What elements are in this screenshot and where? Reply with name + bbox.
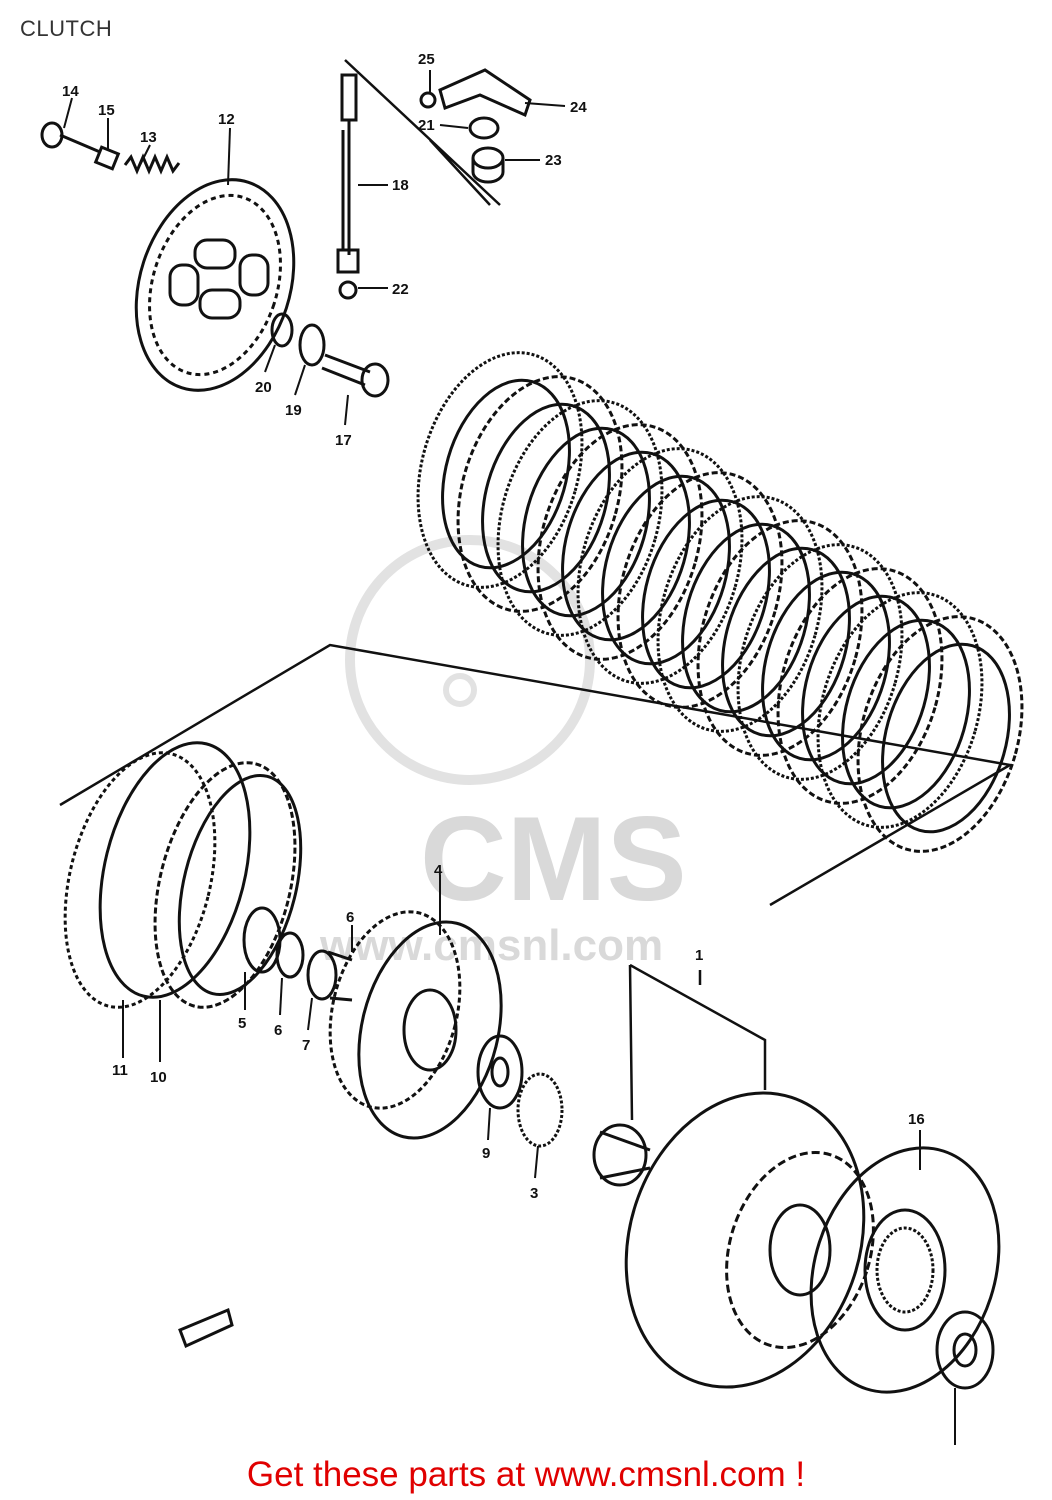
callout-1: 1 (695, 947, 703, 964)
clutch-plate (696, 519, 864, 757)
callout-21: 21 (418, 117, 435, 134)
small-clip-part (178, 1307, 234, 1349)
clutch-plate (656, 495, 824, 733)
clutch-plate-inner-ring (681, 522, 811, 714)
page-title: CLUTCH (20, 16, 113, 41)
exploded-parts-diagram: CMS www.cmsnl.com (40, 51, 1024, 1450)
callout-25: 25 (418, 51, 435, 68)
push-rod-assembly (270, 73, 390, 398)
callout-14: 14 (62, 83, 79, 100)
clutch-plate (456, 375, 624, 613)
callout-17: 17 (335, 432, 352, 449)
watermark-mascot-head (345, 535, 595, 785)
clutch-plate-inner-ring (841, 618, 971, 810)
callout-18: 18 (392, 177, 409, 194)
footer-parts-link[interactable]: Get these parts at www.cmsnl.com ! (246, 1455, 806, 1494)
clutch-plate (776, 567, 944, 805)
watermark-url: www.cmsnl.com (319, 921, 663, 970)
callout-12: 12 (218, 111, 235, 128)
callout-10: 10 (150, 1069, 167, 1086)
release-arm-outline (344, 59, 501, 206)
clutch-plate (576, 447, 744, 685)
callout-16: 16 (908, 1111, 925, 1128)
callout-11: 11 (112, 1062, 128, 1079)
clutch-plate-inner-ring (601, 474, 731, 666)
watermark: CMS www.cmsnl.com (319, 535, 687, 970)
clutch-plate-inner-ring (441, 378, 571, 570)
clutch-plate-inner-ring (881, 642, 1011, 834)
spring-bolt-assembly (40, 121, 181, 175)
clutch-plate (736, 543, 904, 781)
callout-9: 9 (482, 1145, 490, 1162)
callout-24: 24 (570, 99, 587, 116)
watermark-logo: CMS (420, 792, 687, 926)
watermark-mascot-eye (443, 673, 477, 707)
clutch-plate (816, 591, 984, 829)
clutch-plate (536, 423, 704, 661)
callout-7: 7 (302, 1037, 310, 1054)
clutch-hub-cluster (624, 1091, 1001, 1394)
callout-6b: 6 (274, 1022, 282, 1039)
callout-4: 4 (434, 862, 443, 879)
callout-3: 3 (530, 1185, 538, 1202)
callout-5: 5 (238, 1015, 246, 1032)
callout-22: 22 (392, 281, 409, 298)
clutch-plate-stack (416, 351, 1024, 853)
clutch-housing-cluster (63, 741, 353, 1009)
clutch-plate (416, 351, 584, 589)
release-arm-parts (419, 68, 532, 184)
callout-2: 2 (950, 1449, 958, 1450)
callout-23: 23 (545, 152, 562, 169)
clutch-plate (496, 399, 664, 637)
clutch-plate (856, 615, 1024, 853)
callout-15: 15 (98, 102, 115, 119)
callout-20: 20 (255, 379, 272, 396)
primary-gear-cluster (328, 910, 651, 1187)
hub-group-outline (628, 963, 767, 1121)
clutch-plate-inner-ring (521, 426, 651, 618)
callout-numbers: 1 2 3 4 5 6 6 7 9 10 11 12 13 14 15 16 1… (62, 51, 958, 1450)
clutch-plate (616, 471, 784, 709)
callout-6: 6 (346, 909, 354, 926)
callout-19: 19 (285, 402, 302, 419)
callout-13: 13 (140, 129, 157, 146)
callout-leaders (63, 70, 956, 1445)
clutch-plate-inner-ring (761, 570, 891, 762)
pressure-plate (134, 178, 296, 392)
